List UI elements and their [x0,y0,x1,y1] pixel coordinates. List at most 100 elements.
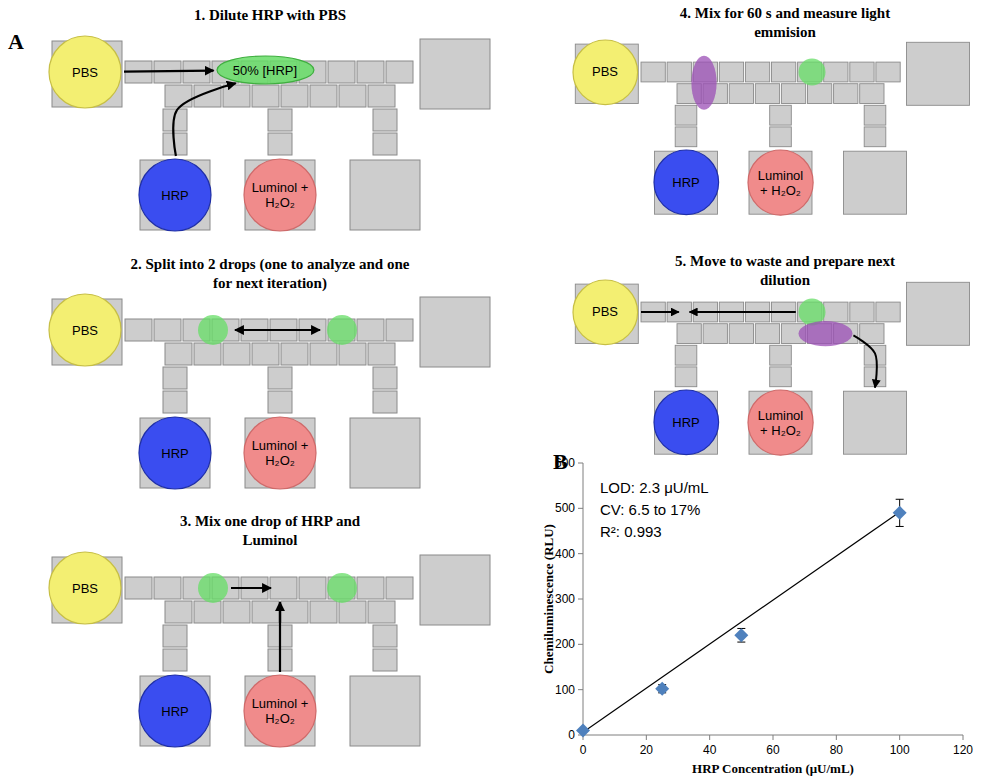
node-text-group: Luminol + H₂O₂ [250,180,309,210]
electrode [719,62,743,82]
electrode [357,577,384,599]
electrode [675,367,697,387]
reservoir-pad [907,282,970,345]
electrode [729,324,753,344]
electrode [194,343,221,365]
electrode [729,84,753,104]
panel-letter: A [8,30,24,54]
electrode [373,133,397,155]
node-text-group: Luminol + H₂O₂ [754,408,807,438]
y-tick-label: 400 [555,547,575,561]
reservoir-pad [907,42,970,105]
node-label: PBS [72,323,98,338]
data-point [655,682,669,696]
electrode [373,109,397,131]
reservoir-hrp: HRP [138,158,212,232]
electrode [357,61,384,83]
move-arrow [690,311,796,313]
electrode [270,577,297,599]
tick-mark [836,735,837,740]
reservoir-luminol: Luminol + H₂O₂ [747,389,814,456]
node-text-group: PBS [72,65,98,80]
tick-mark [578,508,583,509]
node-shape [139,417,211,489]
electrode [876,302,900,322]
move-arrow [641,311,679,313]
reservoir-hrp: HRP [138,416,212,490]
droplet [691,56,716,110]
node-text-group: Luminol + H₂O₂ [250,438,309,468]
electrode [268,133,292,155]
electrode [641,62,665,82]
electrode [252,85,279,107]
move-arrow [853,335,876,387]
x-tick-label: 40 [703,743,716,757]
reservoir-pad [844,151,907,214]
electrode [154,319,181,341]
electrode [864,127,886,147]
node-label: Luminol + H₂O₂ [754,408,807,438]
node-text-group: HRP [672,415,699,430]
reservoir-pbs: PBS [572,279,639,346]
y-tick-label: 500 [555,501,575,515]
move-arrow [279,602,281,672]
step-title: 1. Dilute HRP with PBS [120,6,420,25]
electrode [281,601,308,623]
reservoir-hrp: HRP [138,674,212,748]
axis-title: Chemiluminescence (RLU) [541,524,556,674]
reservoir-pad [245,418,315,488]
node-shape [573,40,638,105]
node-text-group: PBS [592,64,618,79]
electrode [165,343,192,365]
reservoir-pad [655,151,718,214]
electrode [310,343,337,365]
electrode [850,62,874,82]
chart-annotation: LOD: 2.3 μU/mL [600,478,709,497]
tick-mark [578,689,583,690]
electrode [675,105,697,125]
axis-title: HRP Concentration (μU/mL) [692,761,854,776]
electrode [125,577,152,599]
node-shape [748,390,813,455]
electrode [876,62,900,82]
node-shape [748,150,813,215]
electrode [163,391,187,413]
node-label: HRP [161,704,188,719]
node-text-group: Luminol + H₂O₂ [754,168,807,198]
step-title: 4. Mix for 60 s and measure light emmisi… [675,4,895,42]
chart-annotation: R²: 0.993 [600,522,662,541]
reservoir-hrp: HRP [653,149,720,216]
electrode [163,649,187,671]
tick-mark [963,735,964,740]
reservoir-pad [245,160,315,230]
reservoir-pad [350,676,420,746]
electrode [223,601,250,623]
y-tick-label: 100 [555,683,575,697]
reservoir-luminol: Luminol + H₂O₂ [243,416,317,490]
electrode [770,345,792,365]
tick-mark [578,599,583,600]
electrode [860,84,884,104]
reservoir-luminol: Luminol + H₂O₂ [243,158,317,232]
node-shape [49,36,121,108]
electrode [373,625,397,647]
electrode [223,85,250,107]
electrode [194,601,221,623]
node-shape [573,280,638,345]
electrode [165,601,192,623]
electrode [373,649,397,671]
chart-annotation: CV: 6.5 to 17% [600,500,700,519]
node-text-group: PBS [592,304,618,319]
reservoir-luminol: Luminol + H₂O₂ [747,149,814,216]
node-shape [244,417,316,489]
electrode [328,61,355,83]
reservoir-pad [420,39,490,109]
node-label: PBS [592,304,618,319]
droplet [799,321,853,346]
electrode [850,302,874,322]
electrode [368,601,395,623]
y-tick-label: 200 [555,637,575,651]
node-label: PBS [72,581,98,596]
electrode [770,367,792,387]
